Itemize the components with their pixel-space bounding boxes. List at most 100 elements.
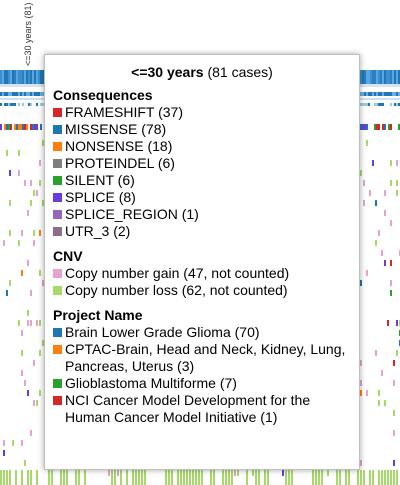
cnv-cell bbox=[39, 390, 41, 396]
cnv-loss-cell bbox=[114, 470, 116, 485]
cnv-cell bbox=[363, 200, 365, 206]
subgroup-band-cell bbox=[6, 103, 8, 106]
project-band-cell bbox=[372, 70, 374, 84]
legend-label: Copy number loss (62, not counted) bbox=[65, 282, 288, 298]
cnv-cell bbox=[393, 430, 395, 436]
group-band-cell bbox=[18, 92, 20, 96]
mutation-cell bbox=[390, 290, 392, 296]
cnv-cell bbox=[384, 210, 386, 216]
consequences-section: Consequences FRAMESHIFT (37) MISSENSE (7… bbox=[53, 87, 351, 240]
cnv-loss-cell bbox=[75, 470, 77, 485]
cnv-cell bbox=[30, 200, 32, 206]
mutation-cell bbox=[3, 450, 5, 456]
cnv-cell bbox=[369, 190, 371, 196]
project-band-cell bbox=[42, 70, 44, 84]
top-gene-cell bbox=[390, 124, 392, 130]
cnv-cell bbox=[390, 280, 392, 286]
subgroup-band-cell bbox=[4, 103, 6, 106]
cnv-cell bbox=[21, 350, 23, 356]
tooltip-title: <=30 years (81 cases) bbox=[53, 63, 351, 81]
top-gene-cell bbox=[378, 124, 380, 130]
group-band-cell bbox=[374, 92, 376, 96]
cnv-loss-cell bbox=[141, 470, 143, 485]
cnv-loss-cell bbox=[84, 470, 86, 485]
cnv-loss-cell bbox=[60, 470, 62, 485]
mutation-cell bbox=[21, 270, 23, 276]
color-swatch bbox=[53, 142, 62, 151]
legend-label: CPTAC-Brain, Head and Neck, Kidney, Lung… bbox=[65, 341, 346, 374]
project-name-section: Project Name Brain Lower Grade Glioma (7… bbox=[53, 307, 351, 426]
cnv-cell bbox=[366, 270, 368, 276]
cnv-loss-cell bbox=[345, 470, 347, 485]
cnv-loss-cell bbox=[3, 470, 5, 485]
project-band-cell bbox=[6, 70, 8, 84]
cnv-loss-cell bbox=[126, 470, 128, 485]
cnv-loss-cell bbox=[192, 470, 194, 485]
cnv-cell bbox=[366, 390, 368, 396]
cnv-loss-cell bbox=[132, 470, 134, 485]
cnv-loss-cell bbox=[321, 470, 323, 485]
cnv-cell bbox=[33, 230, 35, 236]
subgroup-band-cell bbox=[382, 103, 384, 106]
cnv-loss-cell bbox=[360, 470, 362, 485]
subgroup-band-cell bbox=[394, 103, 396, 106]
cnv-loss-cell bbox=[78, 470, 80, 485]
project-band-cell bbox=[362, 70, 364, 84]
cnv-loss-cell bbox=[195, 470, 197, 485]
section-heading: CNV bbox=[53, 248, 83, 264]
group-band-cell bbox=[12, 92, 14, 96]
mutation-cell bbox=[390, 260, 392, 266]
project-band-cell bbox=[380, 70, 382, 84]
cnv-cell bbox=[390, 220, 392, 226]
project-band-cell bbox=[376, 70, 378, 84]
legend-label: UTR_3 (2) bbox=[65, 223, 131, 239]
group-band-cell bbox=[6, 92, 8, 96]
legend-label: FRAMESHIFT (37) bbox=[65, 104, 183, 120]
cnv-cell bbox=[42, 280, 44, 286]
cnv-cell bbox=[18, 240, 20, 246]
top-gene-cell bbox=[36, 124, 38, 130]
top-gene-cell bbox=[26, 124, 28, 130]
mutation-cell bbox=[387, 320, 389, 326]
color-swatch bbox=[53, 286, 62, 295]
cnv-cell bbox=[27, 310, 29, 316]
cnv-loss-cell bbox=[363, 470, 365, 485]
subgroup-band-cell bbox=[366, 103, 368, 106]
cnv-cell bbox=[33, 190, 35, 196]
cnv-loss-cell bbox=[267, 470, 269, 485]
cnv-loss-cell bbox=[36, 470, 38, 485]
subgroup-band-cell bbox=[362, 103, 364, 106]
legend-item-project-lgg: Brain Lower Grade Glioma (70) bbox=[53, 324, 351, 341]
cnv-cell bbox=[24, 460, 26, 466]
project-band-cell bbox=[388, 70, 390, 84]
group-band-cell bbox=[380, 92, 382, 96]
legend-item-silent: SILENT (6) bbox=[53, 172, 351, 189]
cnv-cell bbox=[396, 190, 398, 196]
cnv-cell bbox=[27, 210, 29, 216]
cnv-loss-cell bbox=[264, 470, 266, 485]
subgroup-band-cell bbox=[22, 103, 24, 106]
legend-item-nonsense: NONSENSE (18) bbox=[53, 138, 351, 155]
project-band-cell bbox=[10, 70, 12, 84]
cnv-cell bbox=[378, 230, 380, 236]
group-band-cell bbox=[42, 92, 44, 96]
cnv-loss-cell bbox=[312, 470, 314, 485]
top-gene-cell bbox=[24, 124, 26, 130]
top-gene-cell bbox=[16, 124, 18, 130]
top-gene-cell bbox=[384, 124, 386, 130]
subgroup-band-cell bbox=[36, 103, 38, 106]
cnv-cell bbox=[21, 330, 23, 336]
cnv-loss-cell bbox=[189, 470, 191, 485]
cnv-cell bbox=[108, 470, 110, 476]
mutation-cell bbox=[393, 460, 395, 466]
project-band-cell bbox=[0, 70, 2, 84]
project-band-cell bbox=[374, 70, 376, 84]
cnv-loss-cell bbox=[120, 470, 122, 485]
subgroup-band-cell bbox=[378, 103, 380, 106]
cnv-cell bbox=[33, 240, 35, 246]
group-band-cell bbox=[370, 92, 372, 96]
group-band-cell bbox=[366, 92, 368, 96]
top-gene-cell bbox=[362, 124, 364, 130]
group-band-cell bbox=[386, 92, 388, 96]
